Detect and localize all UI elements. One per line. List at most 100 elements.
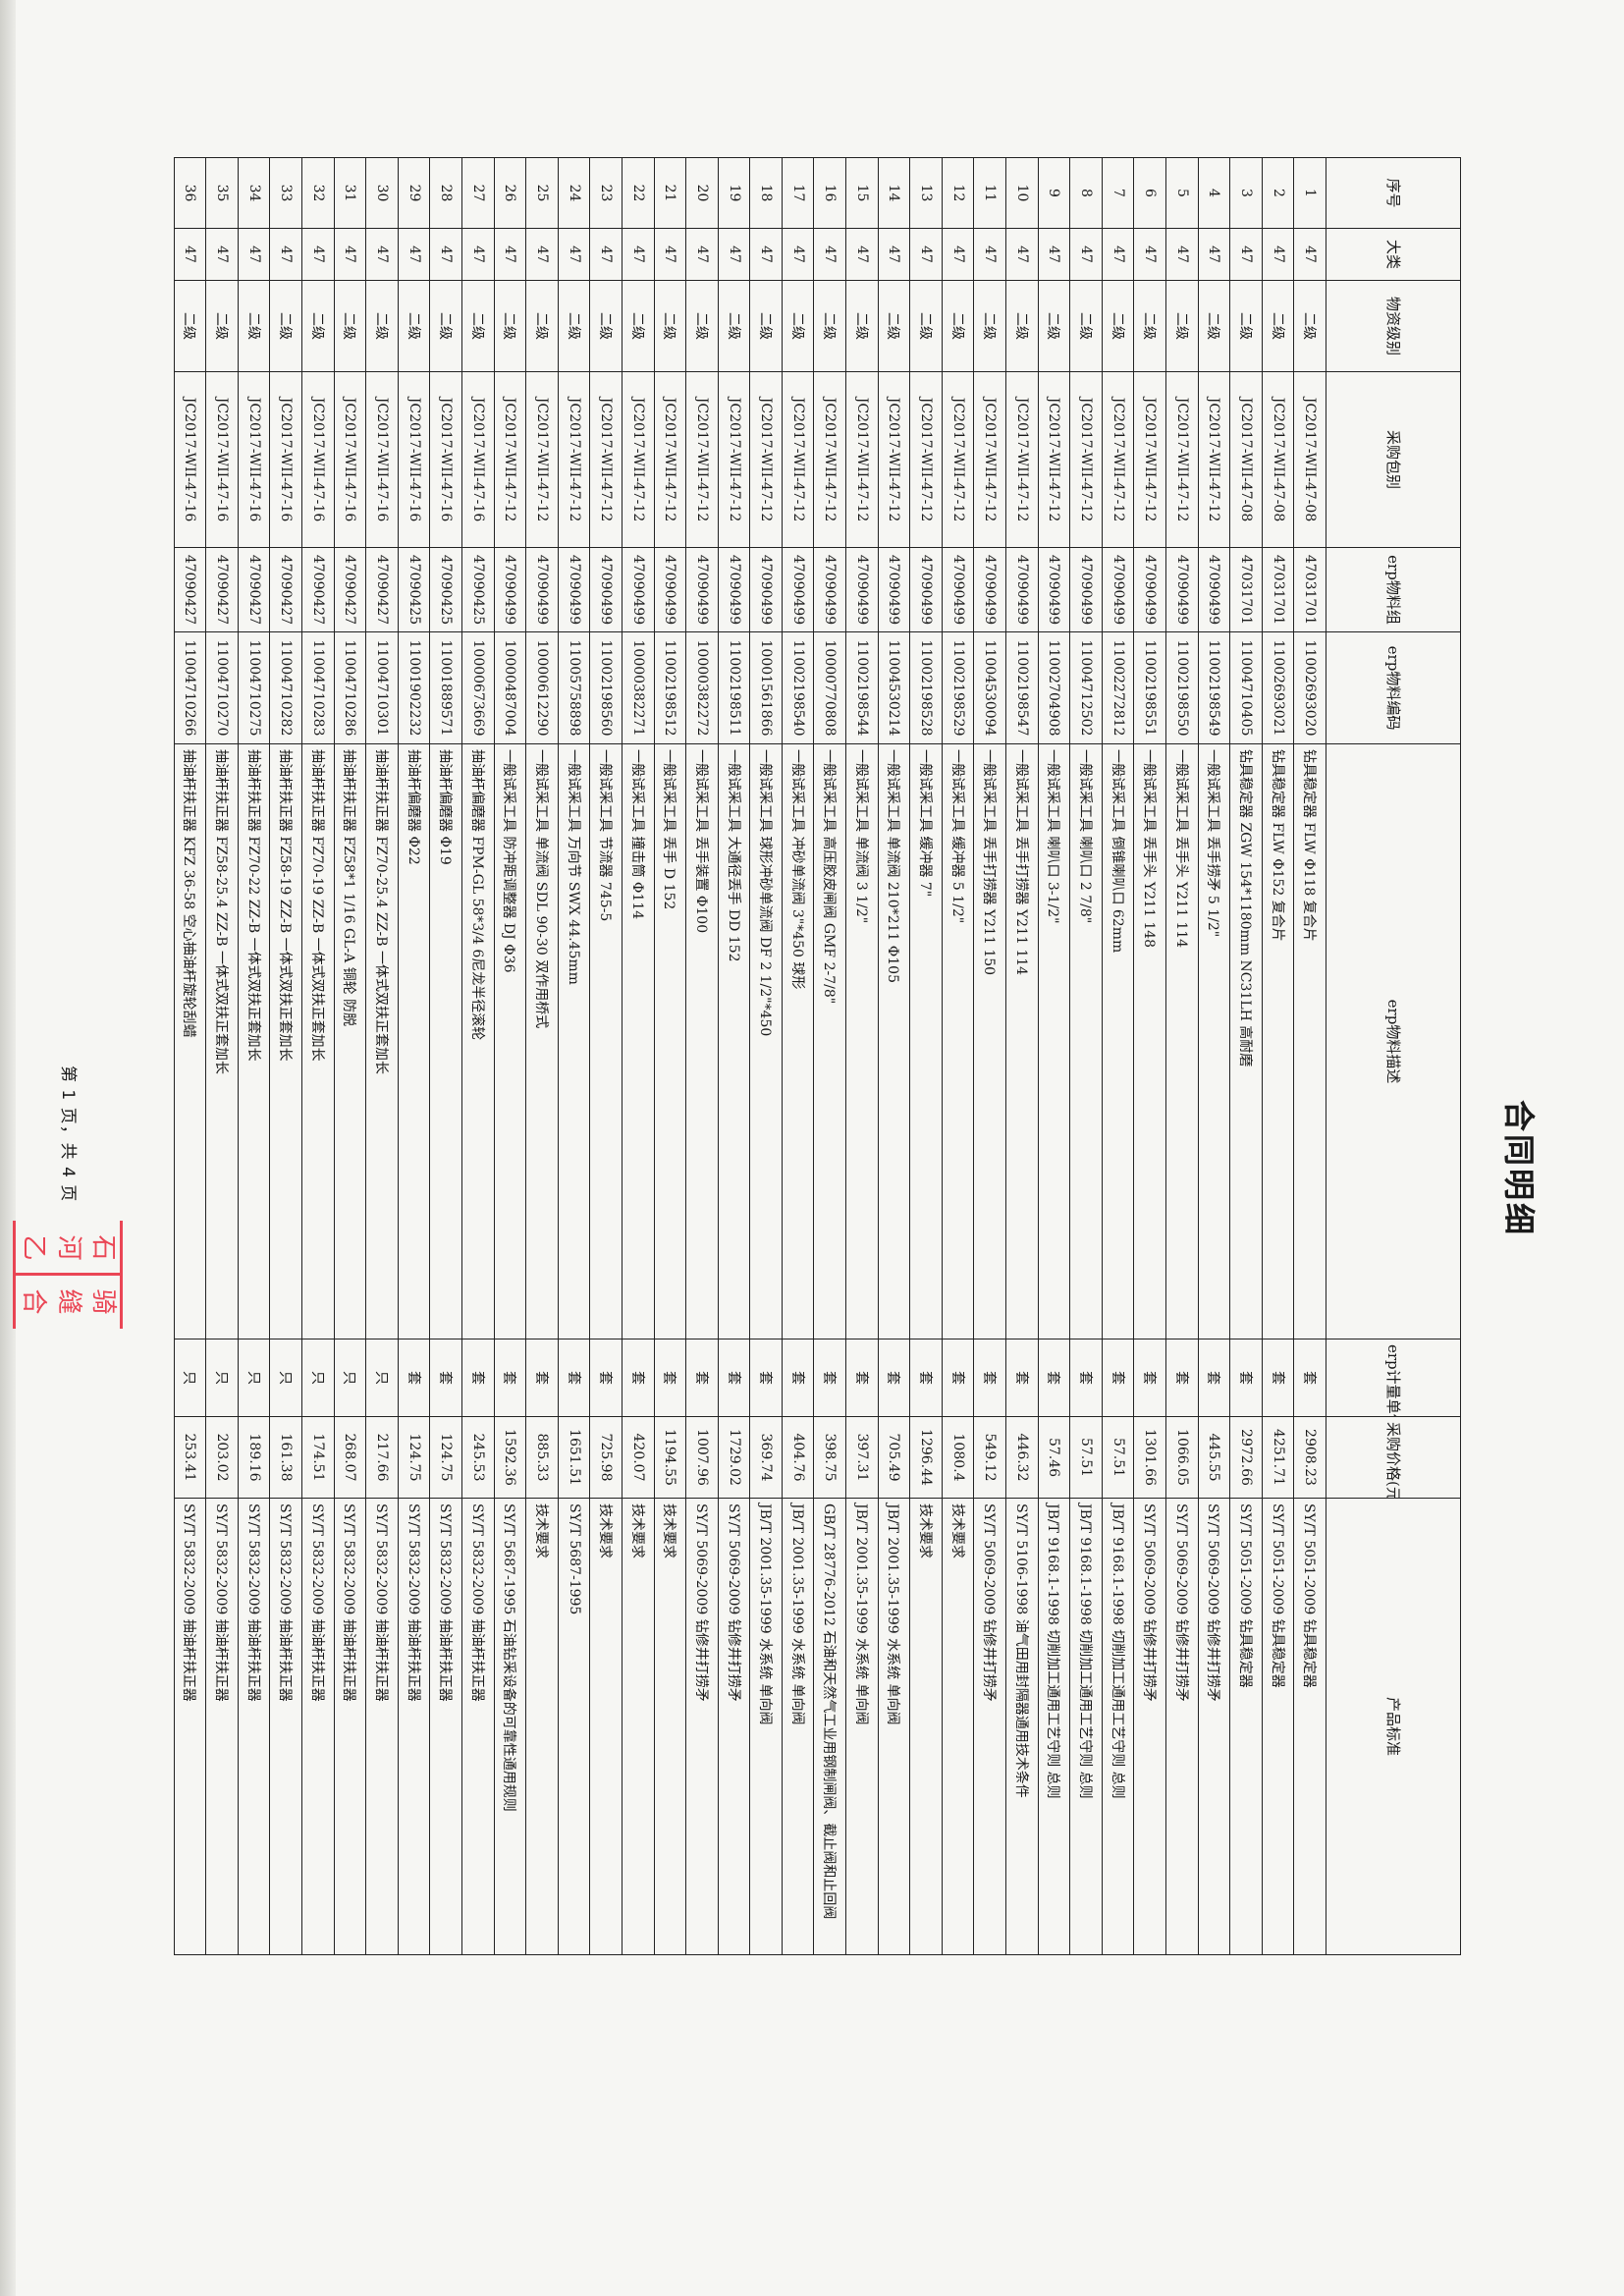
cell-erp-code: 11001902232 — [398, 631, 430, 744]
cell-index: 22 — [622, 157, 655, 229]
cell-package: JC2017-WII-47-12 — [878, 371, 910, 548]
cell-category: 47 — [1069, 228, 1103, 281]
cell-package: JC2017-WII-47-12 — [622, 371, 655, 548]
cell-standard: JB/T 9168.1-1998 切削加工通用工艺守则 总则 — [1038, 1498, 1070, 1955]
cell-category: 47 — [909, 228, 943, 281]
cell-erp-desc: 抽油杆扶正器 KFZ 36-58 空心抽油杆旋轮刮蜡 — [174, 743, 206, 1339]
cell-index: 26 — [494, 157, 526, 229]
cell-category: 47 — [269, 228, 302, 281]
cell-erp-code: 10000673669 — [461, 631, 495, 744]
cell-index: 23 — [589, 157, 623, 229]
cell-erp-desc: 钻具稳定器 ZGW 154*1180mm NC31LH 高耐磨 — [1229, 743, 1263, 1339]
cell-index: 18 — [749, 157, 783, 229]
cell-unit: 套 — [622, 1339, 655, 1417]
cell-unit: 套 — [878, 1339, 910, 1417]
cell-index: 21 — [654, 157, 686, 229]
seal-char: 河 — [53, 1234, 83, 1261]
cell-level: 二级 — [269, 280, 302, 372]
cell-price: 203.02 — [205, 1416, 239, 1499]
cell-erp-group: 47090499 — [589, 547, 623, 632]
cell-category: 47 — [494, 228, 526, 281]
cell-category: 47 — [238, 228, 270, 281]
cell-unit: 套 — [814, 1339, 846, 1417]
cell-level: 二级 — [301, 280, 335, 372]
cell-price: 369.74 — [749, 1416, 783, 1499]
cell-price: 245.53 — [461, 1416, 495, 1499]
cell-standard: SY/T 5832-2009 抽油杆扶正器 — [334, 1498, 366, 1955]
cell-unit: 只 — [269, 1339, 302, 1417]
cell-standard: SY/T 5832-2009 抽油杆扶正器 — [365, 1498, 399, 1955]
col-header-erp-group: erp物料组 — [1326, 547, 1461, 632]
cell-price: 217.66 — [365, 1416, 399, 1499]
cell-erp-code: 11002198560 — [589, 631, 623, 744]
cell-level: 二级 — [782, 280, 814, 372]
cell-price: 4251.71 — [1262, 1416, 1294, 1499]
cell-level: 二级 — [622, 280, 655, 372]
cell-erp-desc: 抽油杆扶正器 FZ58-25.4 ZZ-B 一体式双扶正套加长 — [205, 743, 239, 1339]
cell-erp-desc: 一般试采工具 丢手装置 Φ100 — [685, 743, 719, 1339]
col-header-level: 物资级别 — [1326, 280, 1461, 372]
cell-price: 2908.23 — [1293, 1416, 1326, 1499]
cell-package: JC2017-WII-47-12 — [749, 371, 783, 548]
cell-unit: 套 — [973, 1339, 1006, 1417]
cell-erp-group: 47090427 — [301, 547, 335, 632]
cell-unit: 只 — [301, 1339, 335, 1417]
cell-erp-code: 11002198544 — [845, 631, 879, 744]
cell-erp-code: 11002198529 — [942, 631, 974, 744]
cell-index: 32 — [301, 157, 335, 229]
cell-unit: 套 — [494, 1339, 526, 1417]
cell-price: 1592.36 — [494, 1416, 526, 1499]
cell-package: JC2017-WII-47-16 — [398, 371, 430, 548]
cell-category: 47 — [174, 228, 206, 281]
cell-category: 47 — [654, 228, 686, 281]
cell-erp-desc: 抽油杆偏磨器 Φ19 — [429, 743, 462, 1339]
cell-category: 47 — [814, 228, 846, 281]
cell-category: 47 — [398, 228, 430, 281]
cell-category: 47 — [622, 228, 655, 281]
cell-standard: JB/T 2001.35-1999 水系统 单向阀 — [845, 1498, 879, 1955]
cell-price: 124.75 — [398, 1416, 430, 1499]
cell-price: 1080.4 — [942, 1416, 974, 1499]
cell-erp-group: 47090427 — [334, 547, 366, 632]
cell-price: 446.32 — [1005, 1416, 1039, 1499]
cell-category: 47 — [589, 228, 623, 281]
cell-standard: JB/T 2001.35-1999 水系统 单向阀 — [782, 1498, 814, 1955]
cell-erp-group: 47090425 — [398, 547, 430, 632]
cell-erp-code: 11005758898 — [558, 631, 590, 744]
cell-price: 174.51 — [301, 1416, 335, 1499]
cell-erp-code: 10000382272 — [685, 631, 719, 744]
cell-package: JC2017-WII-47-12 — [494, 371, 526, 548]
cell-erp-desc: 一般试采工具 单流阀 3 1/2" — [845, 743, 879, 1339]
cell-erp-code: 11004710282 — [269, 631, 302, 744]
cell-package: JC2017-WII-47-12 — [589, 371, 623, 548]
cell-erp-code: 10000382271 — [622, 631, 655, 744]
cell-unit: 套 — [1293, 1339, 1326, 1417]
cell-unit: 套 — [525, 1339, 559, 1417]
col-header-package: 采购包别 — [1326, 371, 1461, 548]
cell-level: 二级 — [1133, 280, 1166, 372]
cell-erp-group: 47090499 — [494, 547, 526, 632]
cell-erp-code: 11002693020 — [1293, 631, 1326, 744]
cell-erp-group: 47090499 — [973, 547, 1006, 632]
cell-package: JC2017-WII-47-08 — [1293, 371, 1326, 548]
seal-char: 合 — [19, 1288, 49, 1315]
cell-erp-code: 11004530214 — [878, 631, 910, 744]
cell-unit: 套 — [558, 1339, 590, 1417]
cell-erp-group: 47090499 — [878, 547, 910, 632]
cell-index: 12 — [942, 157, 974, 229]
cell-level: 二级 — [589, 280, 623, 372]
contract-detail-table: 序号 大类 物资级别 采购包别 erp物料组 erp物料编码 erp物料描述 e… — [174, 157, 1461, 1955]
cell-erp-desc: 钻具稳定器 FLW Φ118 复合片 — [1293, 743, 1326, 1339]
cell-price: 705.49 — [878, 1416, 910, 1499]
cell-erp-desc: 一般试采工具 节流器 745-5 — [589, 743, 623, 1339]
cell-index: 20 — [685, 157, 719, 229]
cell-package: JC2017-WII-47-12 — [1069, 371, 1103, 548]
cell-index: 11 — [973, 157, 1006, 229]
cell-index: 1 — [1293, 157, 1326, 229]
